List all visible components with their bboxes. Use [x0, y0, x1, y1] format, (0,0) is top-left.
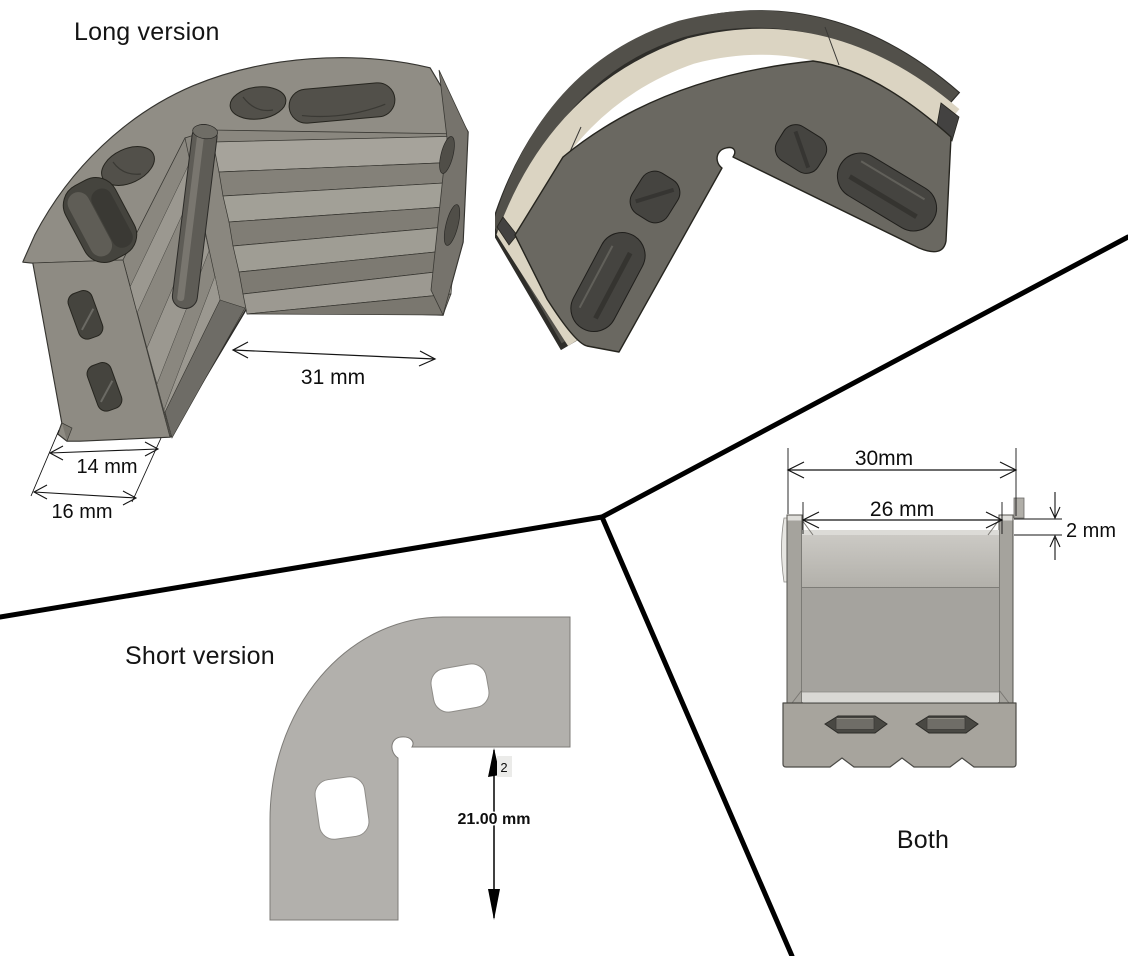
left-arm-oblong-slot — [570, 232, 646, 332]
left-arm-round-slot — [629, 170, 681, 224]
right-wall — [998, 514, 1014, 704]
dim-21mm-value: 21.00 mm — [458, 811, 531, 828]
top-slot-long — [288, 82, 396, 124]
dim-16mm: 16 mm — [32, 484, 138, 523]
left-oval-slot — [101, 146, 155, 186]
base-hex-slots — [824, 715, 979, 734]
dim-26mm-value: 26 mm — [870, 498, 934, 521]
divider-right — [599, 234, 1128, 520]
dim-note-value: 2 — [500, 760, 507, 775]
channel-walls — [786, 514, 1014, 704]
corner-rod — [171, 124, 218, 309]
right-arm-oblong-slot — [836, 152, 938, 232]
hex-hole-2 — [86, 362, 123, 412]
front-left-face — [32, 259, 171, 442]
dim-2mm-value: 2 mm — [1066, 520, 1116, 542]
dim-30mm-value: 30mm — [855, 447, 913, 470]
end-slot-1 — [439, 136, 455, 174]
profile-hole-upper — [430, 663, 490, 713]
right-end-face — [430, 69, 469, 317]
curved-outer-band — [495, 10, 961, 351]
profile-silhouette — [269, 616, 571, 921]
dim-14mm-value: 14 mm — [76, 456, 137, 478]
both-label: Both — [896, 826, 950, 854]
dim-2mm: 2 mm — [1014, 492, 1116, 560]
top-plate-slots — [62, 82, 396, 263]
right-arm-round-slot — [774, 124, 828, 174]
dim-31mm: 31 mm — [231, 341, 437, 389]
dim-31mm-value: 31 mm — [301, 366, 365, 389]
long-version-label: Long version — [74, 18, 220, 46]
deep-recess — [62, 177, 138, 263]
dim-21mm: 2 21.00 mm — [456, 748, 532, 920]
profile-hole-lower — [314, 776, 370, 840]
cream-band — [496, 28, 960, 347]
top-slot-small — [229, 86, 287, 120]
underside-slots — [570, 124, 938, 332]
short-version-label: Short version — [125, 642, 275, 670]
band-end-cap-left — [496, 216, 518, 246]
long-version-3d-view: 31 mm 14 mm 16 mm — [22, 57, 469, 523]
dim-30mm: 30mm — [786, 447, 1018, 516]
hex-hole-1 — [67, 290, 104, 340]
band-edge-tab-right — [1013, 497, 1025, 519]
underside-3d-view — [495, 10, 961, 353]
stepped-ribs — [212, 135, 466, 316]
base-block — [782, 702, 1017, 768]
band-seam-right — [824, 26, 840, 66]
divider-bottom — [599, 514, 795, 956]
left-wall — [786, 514, 803, 704]
divider-left — [0, 514, 605, 620]
rib-shadow-band — [164, 299, 246, 439]
dim-arrow-down — [488, 889, 500, 920]
short-version-profile-view: 2 21.00 mm — [269, 616, 571, 921]
foot-detail — [61, 422, 73, 442]
band-end-cap-right — [936, 102, 960, 142]
channel-back-face — [791, 519, 1010, 704]
end-slot-2 — [443, 204, 461, 246]
note-box — [497, 756, 512, 777]
both-front-view: 30mm 26 mm 2 mm — [781, 447, 1116, 768]
dim-16mm-value: 16 mm — [51, 501, 112, 523]
dim-26mm: 26 mm — [801, 498, 1004, 534]
dim-14mm: 14 mm — [30, 429, 162, 503]
